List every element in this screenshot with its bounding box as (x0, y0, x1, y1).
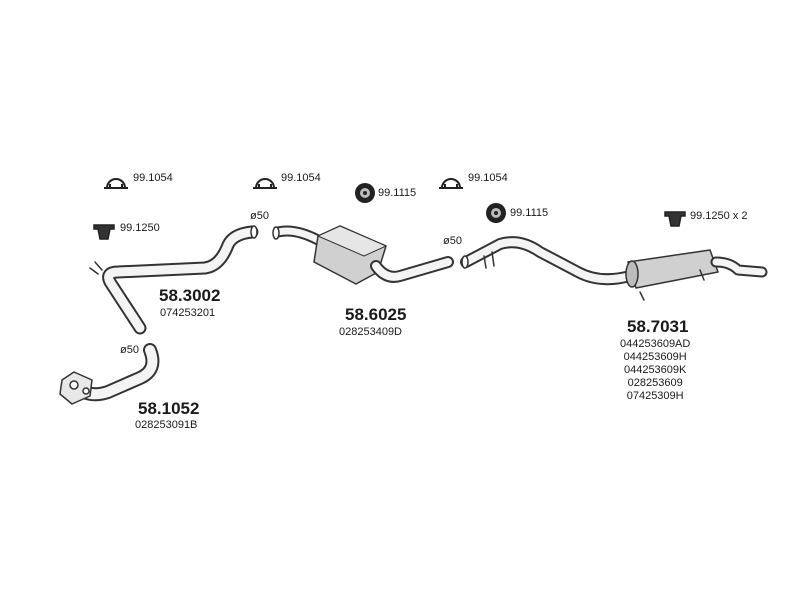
rear-silencer-58-7031 (460, 236, 768, 301)
front-pipe-58-1052 (59, 343, 160, 405)
clamp-code: 99.1054 (468, 172, 508, 184)
part-reference: 07425309H (626, 390, 684, 402)
part-references: 028253409D (339, 326, 402, 339)
rubber-mount-icon (486, 203, 506, 223)
middle-pipe-58-3002 (89, 225, 259, 335)
rubber-mount-code: 99.1115 (510, 207, 549, 219)
part-references: 074253201 (160, 307, 215, 320)
rubber-mount-icon (355, 183, 375, 203)
clamp-icon (253, 178, 277, 189)
clamp-code: 99.1054 (281, 172, 321, 184)
part-reference: 044253609K (623, 364, 687, 376)
part-number: 58.6025 (345, 305, 407, 324)
part-reference: 044253609AD (620, 338, 691, 350)
bracket-icon (664, 211, 686, 227)
diameter-label: ø50 (443, 235, 462, 247)
diameter-label: ø50 (120, 344, 139, 356)
part-reference: 028253091B (135, 419, 198, 431)
diameter-label: ø50 (250, 210, 269, 222)
part-number: 58.3002 (159, 286, 221, 305)
front-silencer-58-6025 (272, 225, 454, 285)
part-reference: 044253609H (623, 351, 687, 363)
bracket-code: 99.1250 (120, 222, 160, 234)
part-number: 58.7031 (627, 317, 689, 336)
part-reference: 074253201 (160, 307, 216, 319)
part-reference: 028253609 (627, 377, 683, 389)
part-references: 028253091B (135, 419, 197, 432)
rubber-mount-code: 99.1115 (378, 187, 417, 199)
part-number: 58.1052 (138, 399, 200, 418)
clamp-icon (439, 178, 463, 189)
bracket-icon (93, 224, 115, 240)
part-references: 044253609AD 044253609H 044253609K 028253… (620, 338, 690, 403)
clamp-code: 99.1054 (133, 172, 173, 184)
bracket-code: 99.1250 x 2 (690, 210, 748, 222)
clamp-icon (104, 178, 128, 189)
part-reference: 028253409D (339, 326, 403, 338)
